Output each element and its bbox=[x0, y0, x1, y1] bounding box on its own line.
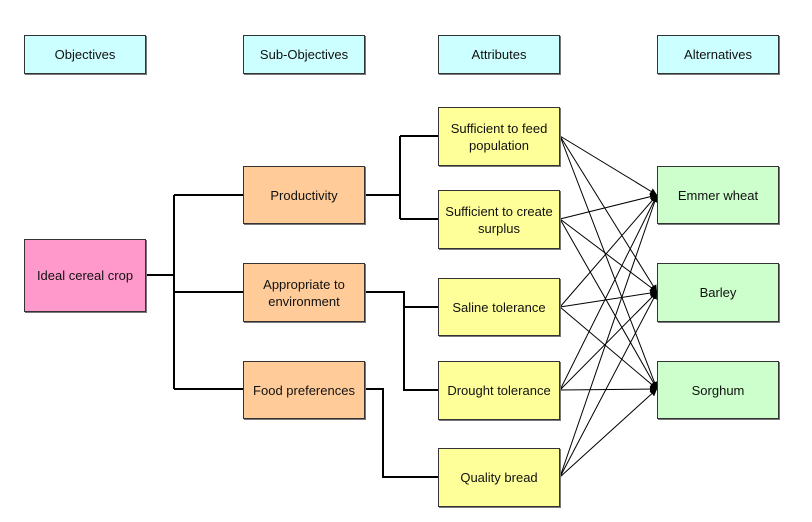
arrow-attr4-to-alt2 bbox=[559, 388, 658, 478]
connector-to-quality-bread bbox=[365, 388, 438, 478]
sub-objective-appropriate-to-environment: Appropriate to environment bbox=[243, 263, 365, 322]
header-objectives: Objectives bbox=[24, 35, 146, 74]
arrow-attr1-to-alt2 bbox=[559, 218, 658, 390]
header-sub-objectives: Sub-Objectives bbox=[243, 35, 365, 74]
attribute-sufficient-to-feed-population: Sufficient to feed population bbox=[438, 107, 560, 166]
arrow-attr2-to-alt0 bbox=[559, 194, 658, 308]
attribute-drought-tolerance: Drought tolerance bbox=[438, 361, 560, 420]
arrow-attr1-to-alt0 bbox=[559, 193, 658, 220]
attribute-sufficient-to-create-surplus: Sufficient to create surplus bbox=[438, 190, 560, 249]
objective-ideal-cereal-crop: Ideal cereal crop bbox=[24, 239, 146, 312]
arrow-attr4-to-alt0 bbox=[559, 194, 659, 478]
connector-to-drought-tolerance bbox=[403, 307, 438, 391]
arrow-attr2-to-alt2 bbox=[559, 306, 658, 390]
arrow-attr4-to-alt1 bbox=[559, 291, 658, 478]
connector-to-saline-tolerance bbox=[365, 291, 438, 308]
arrow-attr2-to-alt1 bbox=[559, 289, 658, 308]
arrow-attr3-to-alt0 bbox=[559, 194, 658, 391]
arrow-attr1-to-alt1 bbox=[559, 218, 658, 293]
attribute-quality-bread: Quality bread bbox=[438, 448, 560, 507]
header-attributes: Attributes bbox=[438, 35, 560, 74]
arrow-attr0-to-alt1 bbox=[559, 135, 658, 293]
alternative-sorghum: Sorghum bbox=[657, 361, 779, 419]
arrow-attr3-to-alt1 bbox=[559, 291, 658, 391]
alternative-barley: Barley bbox=[657, 263, 779, 322]
header-alternatives: Alternatives bbox=[657, 35, 779, 74]
arrow-attr0-to-alt2 bbox=[559, 135, 658, 390]
alternative-emmer-wheat: Emmer wheat bbox=[657, 166, 779, 224]
sub-objective-food-preferences: Food preferences bbox=[243, 361, 365, 419]
attribute-saline-tolerance: Saline tolerance bbox=[438, 278, 560, 336]
sub-objective-productivity: Productivity bbox=[243, 166, 365, 224]
arrow-attr3-to-alt2 bbox=[559, 385, 658, 393]
arrow-attr0-to-alt0 bbox=[559, 135, 658, 196]
